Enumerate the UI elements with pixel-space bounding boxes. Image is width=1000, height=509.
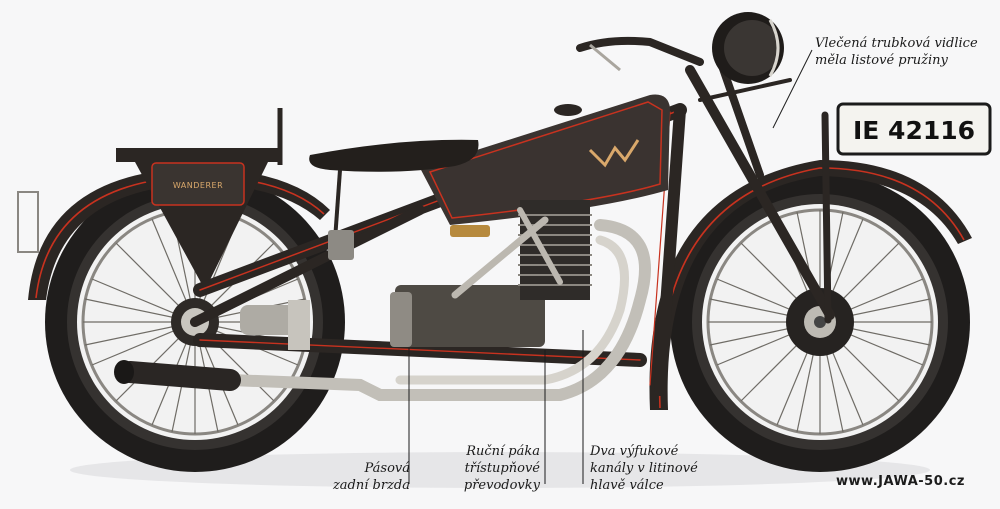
front-fork — [685, 56, 835, 324]
caption-exhaust: Dva výfukové kanály v litinové hlavě vál… — [590, 443, 698, 494]
carburettor — [450, 225, 490, 237]
front-wheel — [670, 172, 970, 472]
gear-lever — [451, 207, 563, 299]
site-watermark: www.JAWA-50.cz — [836, 474, 965, 489]
caption-fork: Vlečená trubková vidlice měla listové pr… — [815, 35, 978, 69]
caption-lever-line-3: převodovky — [463, 478, 540, 493]
caption-exhaust-line-1: Dva výfukové — [590, 444, 679, 459]
caption-fork-line-1: Vlečená trubková vidlice — [815, 36, 978, 51]
caption-lever: Ruční páka třístupňové převodovky — [440, 443, 540, 494]
callout-line-fork — [772, 49, 813, 129]
exhaust — [114, 219, 651, 401]
ground-shadow — [70, 452, 930, 488]
caption-exhaust-line-3: hlavě válce — [590, 478, 664, 493]
caption-lever-line-2: třístupňové — [464, 461, 540, 476]
caption-brake-line-2: zadní brzda — [332, 478, 410, 493]
callout-lines — [408, 49, 813, 484]
plate-number: IE 42116 — [853, 116, 975, 145]
fuel-tank — [420, 94, 670, 226]
number-plate: IE 42116 — [836, 102, 992, 156]
headlamp — [712, 12, 784, 84]
toolbox-badge: WANDERER — [173, 181, 223, 190]
caption-brake-line-1: Pásová — [364, 461, 410, 476]
caption-exhaust-line-2: kanály v litinové — [590, 461, 698, 476]
saddle — [309, 139, 479, 260]
toolbox: WANDERER — [135, 162, 268, 290]
rear-carrier — [17, 108, 283, 253]
engine — [240, 200, 592, 350]
caption-brake: Pásová zadní brzda — [320, 460, 410, 494]
caption-lever-line-1: Ruční páka — [466, 444, 540, 459]
caption-fork-line-2: měla listové pružiny — [815, 53, 948, 68]
tank-logo-icon — [588, 139, 640, 168]
handlebar — [576, 36, 704, 72]
